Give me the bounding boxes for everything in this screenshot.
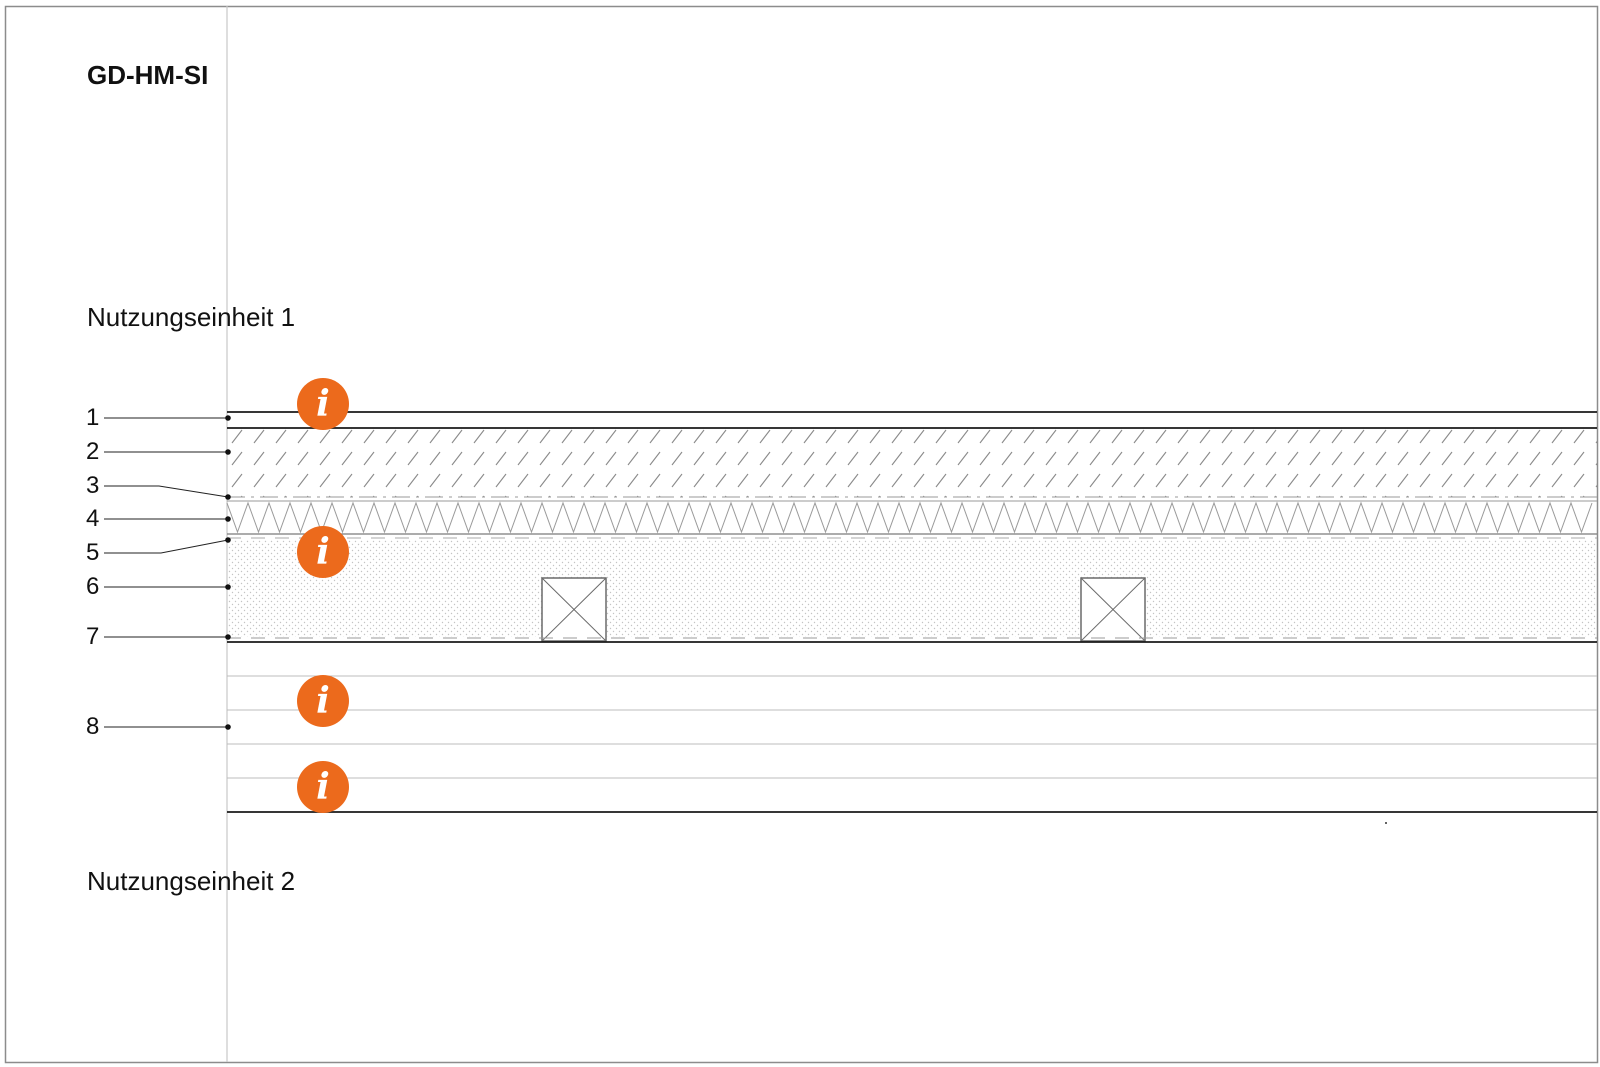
layer-number-7: 7 bbox=[86, 623, 100, 650]
info-button-floor-build-up[interactable]: i bbox=[297, 526, 349, 578]
info-button-floor-finish[interactable]: i bbox=[297, 378, 349, 430]
leader-line-4 bbox=[104, 516, 231, 522]
layer-number-8: 8 bbox=[86, 713, 100, 740]
insulation-zigzag-line bbox=[226, 501, 1593, 534]
layer-number-6: 6 bbox=[86, 573, 100, 600]
leader-line-6 bbox=[104, 584, 231, 590]
layer-4-insulation-zigzag bbox=[226, 501, 1593, 534]
leader-line-2 bbox=[104, 449, 231, 455]
page-frame bbox=[4, 5, 1599, 1064]
info-icon: i bbox=[316, 766, 330, 808]
layer-number-1: 1 bbox=[86, 404, 100, 431]
leader-line-8 bbox=[104, 724, 231, 730]
stray-dot bbox=[1385, 822, 1387, 824]
layer-number-4: 4 bbox=[86, 505, 100, 532]
leader-line-3 bbox=[104, 485, 231, 500]
batten-1 bbox=[541, 577, 607, 642]
info-button-ceiling[interactable]: i bbox=[297, 761, 349, 813]
layer-number-3: 3 bbox=[86, 472, 100, 499]
layer-6-fill-dots bbox=[227, 540, 1597, 637]
leader-line-7 bbox=[104, 634, 231, 640]
info-icon: i bbox=[316, 680, 330, 722]
info-button-slab[interactable]: i bbox=[297, 675, 349, 727]
batten-2 bbox=[1080, 577, 1146, 642]
layer-2-screed-hatch bbox=[227, 429, 1597, 497]
layer-number-2: 2 bbox=[86, 438, 100, 465]
zone-label-top: Nutzungseinheit 1 bbox=[87, 302, 296, 332]
info-icon: i bbox=[316, 383, 330, 425]
layer-number-5: 5 bbox=[86, 539, 100, 566]
info-icon: i bbox=[316, 531, 330, 573]
leader-line-1 bbox=[104, 415, 231, 421]
leader-line-5 bbox=[104, 537, 231, 554]
zone-label-bottom: Nutzungseinheit 2 bbox=[87, 866, 296, 896]
drawing-title: GD-HM-SI bbox=[87, 60, 209, 90]
